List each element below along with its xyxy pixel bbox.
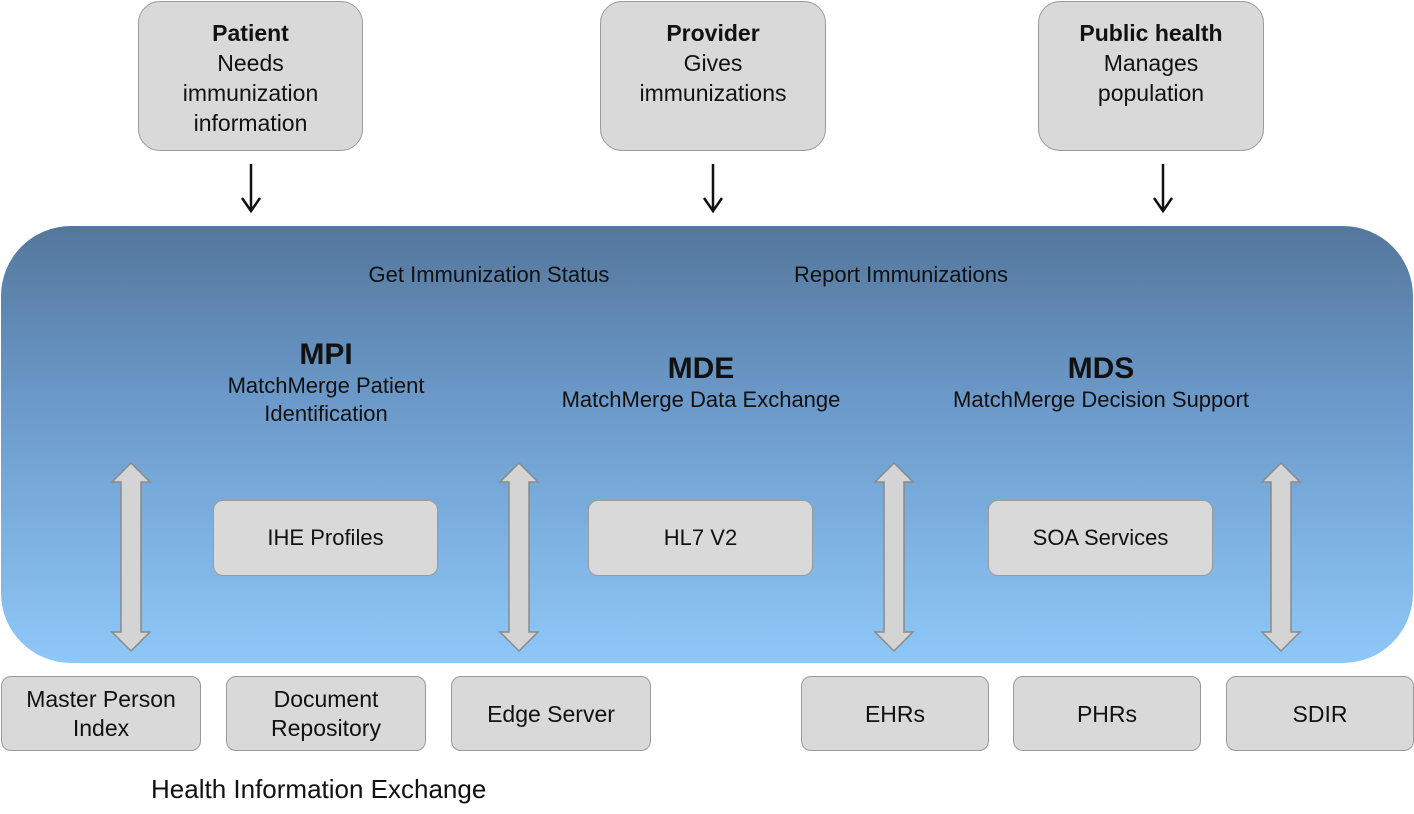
protocol-ihe-profiles: IHE Profiles xyxy=(213,500,438,576)
module-mpi: MPI MatchMerge Patient Identification xyxy=(176,338,476,428)
system-ehrs: EHRs xyxy=(801,676,989,751)
protocol-hl7-v2: HL7 V2 xyxy=(588,500,813,576)
double-arrow-icon xyxy=(110,461,152,653)
actor-name: Patient xyxy=(212,20,289,46)
module-desc-line: MatchMerge Data Exchange xyxy=(561,387,841,412)
module-desc-line: Identification xyxy=(264,401,388,426)
system-label-line: PHRs xyxy=(1076,700,1138,727)
system-phrs: PHRs xyxy=(1013,676,1201,751)
actor-provider: Provider Gives immunizations xyxy=(600,1,826,151)
module-title: MPI xyxy=(299,338,353,371)
actor-public-health: Public health Manages population xyxy=(1038,1,1264,151)
system-master-person-index: Master Person Index xyxy=(1,676,201,751)
module-title: MDS xyxy=(1067,352,1135,385)
actor-desc-line: immunizations xyxy=(639,80,787,106)
double-arrow-icon xyxy=(498,461,540,653)
actor-desc-line: Manages xyxy=(1103,50,1199,76)
system-label-line: Document xyxy=(273,685,379,712)
actor-desc-line: immunization xyxy=(182,80,319,106)
system-label-line: SDIR xyxy=(1292,700,1348,727)
module-desc-line: MatchMerge Decision Support xyxy=(953,387,1249,412)
actor-desc-line: Gives xyxy=(683,50,743,76)
actor-name: Public health xyxy=(1079,20,1223,46)
arrow-down-icon xyxy=(1152,164,1174,214)
actor-name: Provider xyxy=(666,20,760,46)
double-arrow-icon xyxy=(1260,461,1302,653)
system-label-line: EHRs xyxy=(864,700,926,727)
double-arrow-icon xyxy=(873,461,915,653)
module-mds: MDS MatchMerge Decision Support xyxy=(910,352,1292,414)
footer-label: Health Information Exchange xyxy=(151,774,487,804)
module-title: MDE xyxy=(667,352,735,385)
arrow-down-icon xyxy=(240,164,262,214)
actor-desc-line: Needs xyxy=(217,50,284,76)
system-edge-server: Edge Server xyxy=(451,676,651,751)
module-desc-line: MatchMerge Patient xyxy=(227,373,425,398)
system-label-line: Repository xyxy=(271,714,381,741)
actor-patient: Patient Needs immunization information xyxy=(138,1,363,151)
actor-desc-line: information xyxy=(193,110,308,136)
system-label-line: Index xyxy=(72,714,130,741)
system-label-line: Edge Server xyxy=(487,700,615,727)
actor-desc-line: population xyxy=(1097,80,1205,106)
protocol-soa-services: SOA Services xyxy=(988,500,1213,576)
arrow-down-icon xyxy=(702,164,724,214)
system-sdir: SDIR xyxy=(1226,676,1414,751)
operation-get-status: Get Immunization Status xyxy=(368,262,610,287)
system-label-line: Master Person xyxy=(26,685,176,712)
module-mde: MDE MatchMerge Data Exchange xyxy=(520,352,882,414)
operation-report: Report Immunizations xyxy=(794,262,1008,287)
system-document-repository: Document Repository xyxy=(226,676,426,751)
platform-panel xyxy=(1,226,1413,663)
